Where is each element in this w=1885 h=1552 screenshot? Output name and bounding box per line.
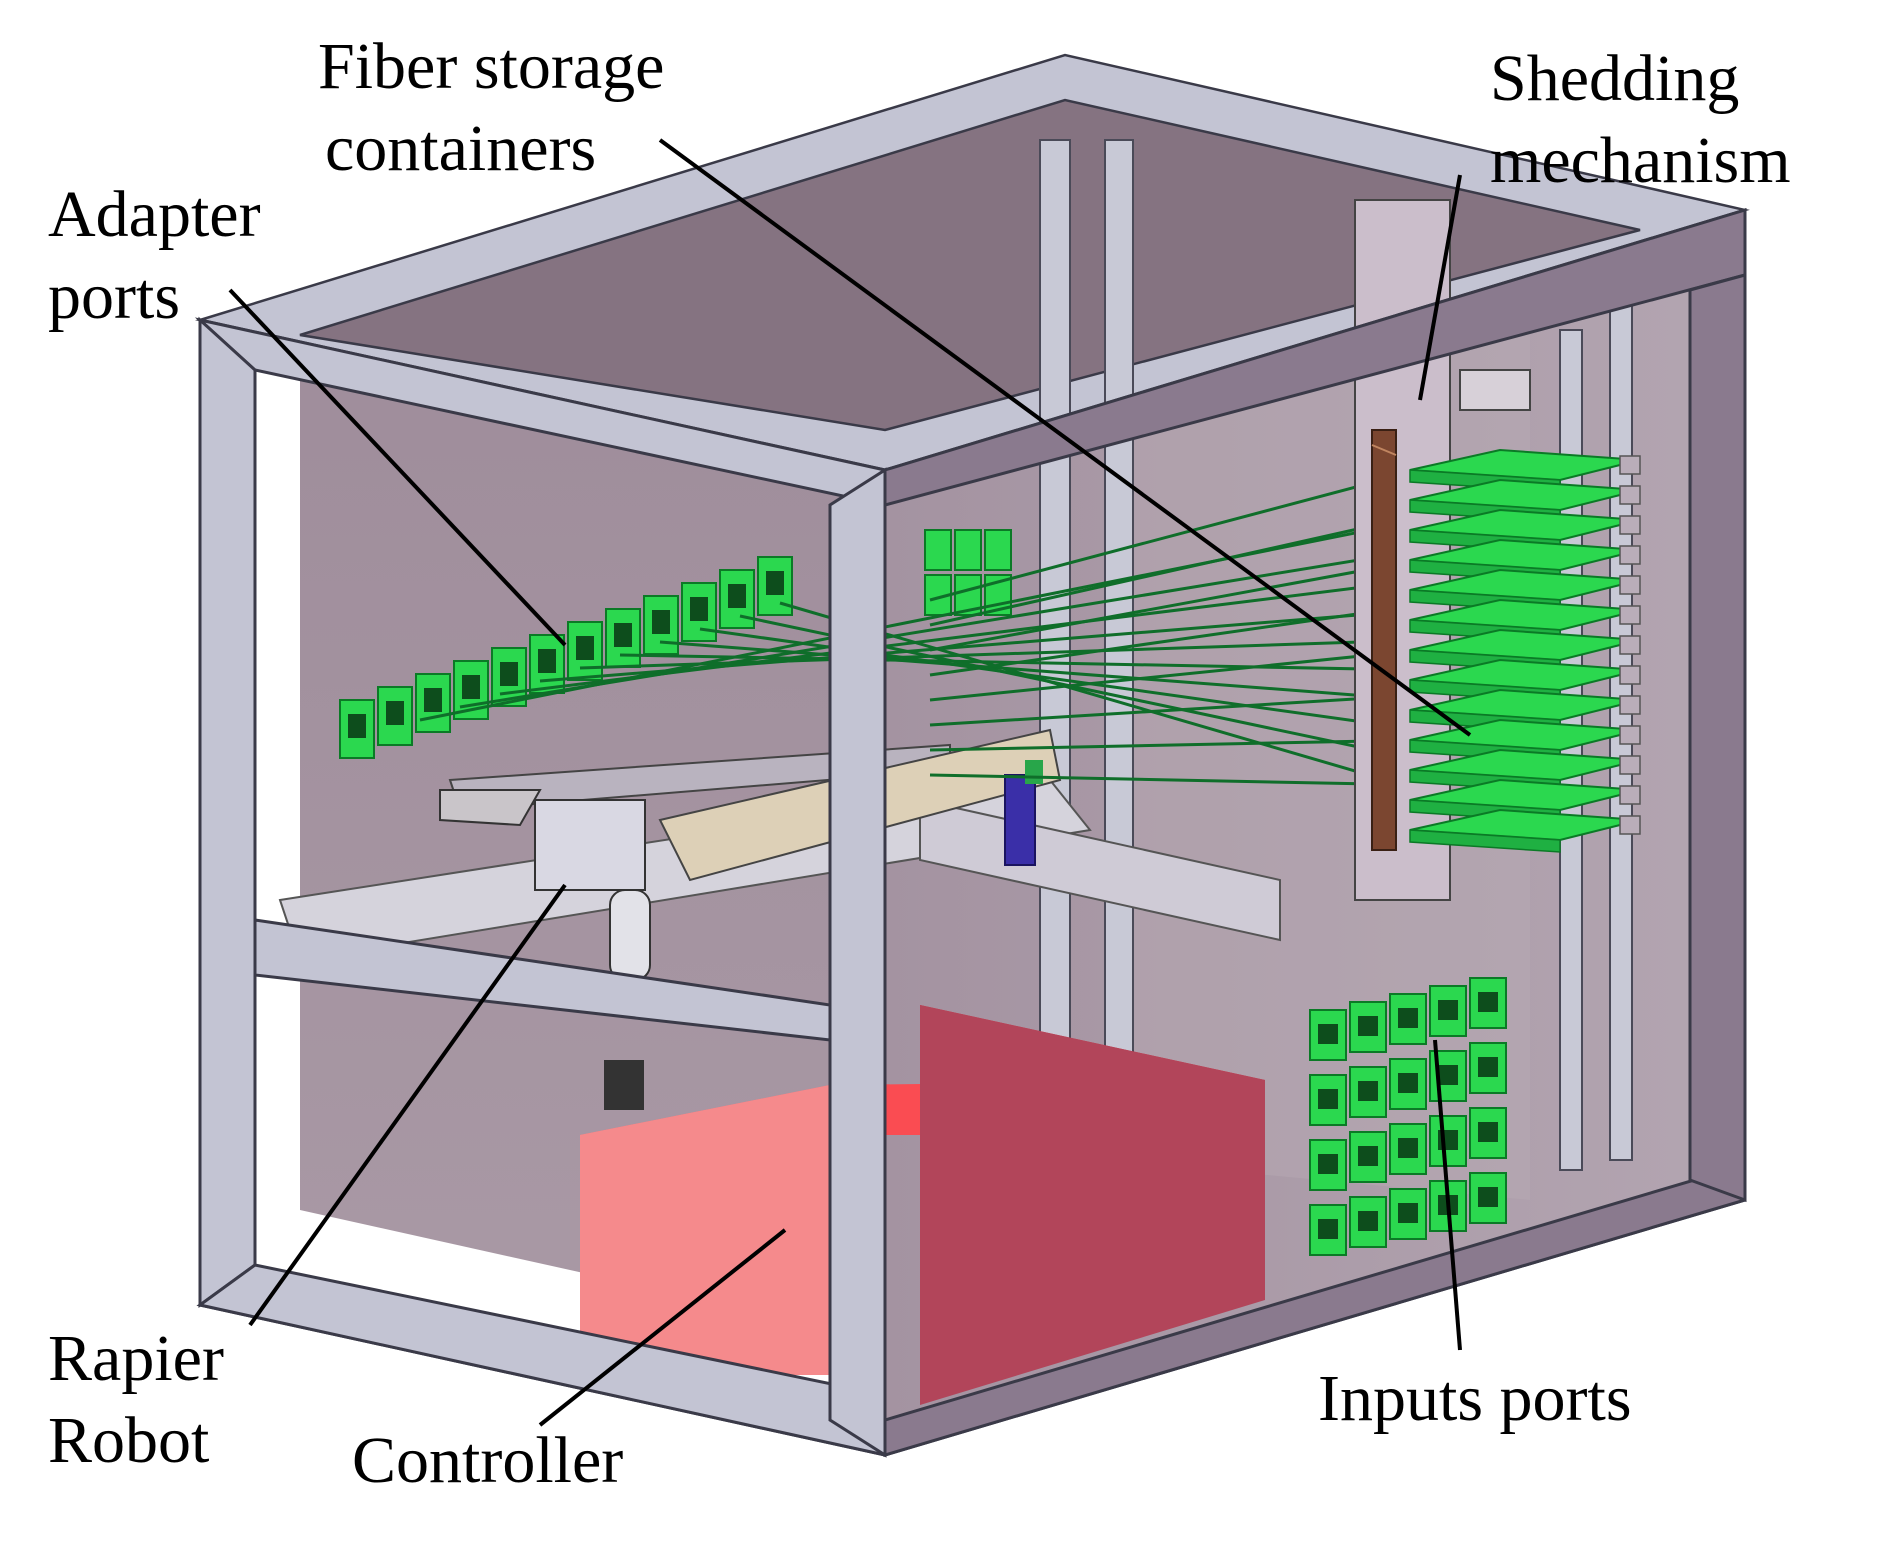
shedding-plates <box>1409 448 1641 853</box>
adapter-port <box>415 673 451 733</box>
fiber-strand <box>539 608 1421 683</box>
fiber-strand <box>579 638 1421 670</box>
leader-adapter-ports <box>228 288 567 647</box>
input-port <box>1349 1131 1387 1183</box>
fiber-storage-plate <box>1409 508 1641 553</box>
fiber-strand <box>459 548 1421 709</box>
input-port <box>1469 1107 1507 1159</box>
fiber-strand <box>699 627 1421 732</box>
back-adapter-port <box>954 529 982 571</box>
input-port <box>1349 1001 1387 1053</box>
input-port <box>1469 1172 1507 1224</box>
input-port <box>1469 977 1507 1029</box>
fiber-storage-plate <box>1409 718 1641 763</box>
leader-rapier-robot <box>248 883 567 1327</box>
controller-box <box>580 1005 1265 1405</box>
front-frame <box>194 207 1747 1458</box>
input-port <box>1349 1196 1387 1248</box>
input-port <box>1389 993 1427 1045</box>
input-port <box>1389 1058 1427 1110</box>
leader-shedding <box>1418 174 1462 401</box>
fiber-strand <box>779 601 1421 792</box>
shedding-mechanism <box>1354 199 1641 901</box>
fiber-storage-plate <box>1409 658 1641 703</box>
fiber-strand <box>659 640 1421 702</box>
fiber-strand <box>929 773 1421 787</box>
adapter-port <box>681 582 717 642</box>
back-adapter-port <box>984 529 1012 571</box>
leader-controller <box>538 1228 787 1427</box>
adapter-port <box>377 686 413 746</box>
adapter-ports-row <box>339 556 793 759</box>
fiber-strand <box>929 558 1421 652</box>
label-fiber-storage-line1: Fiber storage <box>318 30 664 103</box>
rapier-robot-assembly <box>278 728 1281 1110</box>
input-port <box>1389 1123 1427 1175</box>
input-port <box>1389 1188 1427 1240</box>
input-port <box>1309 1204 1347 1256</box>
adapter-port <box>605 608 641 668</box>
label-fiber-storage-line2: containers <box>325 112 596 185</box>
label-shedding-line1: Shedding <box>1490 42 1739 115</box>
label-inputs-ports: Inputs ports <box>1318 1362 1632 1435</box>
fiber-strands <box>419 468 1421 792</box>
adapter-port <box>339 699 375 759</box>
adapter-port <box>757 556 793 616</box>
input-port <box>1309 1139 1347 1191</box>
label-adapter-line1: Adapter <box>48 178 261 251</box>
label-rapier-line2: Robot <box>48 1404 209 1477</box>
adapter-port <box>567 621 603 681</box>
label-adapter-line2: ports <box>48 260 180 333</box>
input-port <box>1429 1115 1467 1167</box>
fiber-strand <box>499 578 1421 696</box>
fiber-strand <box>929 603 1421 677</box>
input-ports-grid <box>1309 977 1507 1256</box>
fiber-storage-plate <box>1409 688 1641 733</box>
fiber-strand <box>929 513 1421 627</box>
input-port <box>1309 1074 1347 1126</box>
fiber-strand <box>929 468 1421 602</box>
leader-lines <box>228 138 1472 1427</box>
input-port <box>1349 1066 1387 1118</box>
leader-fiber-storage <box>658 138 1472 737</box>
adapter-port <box>529 634 565 694</box>
fiber-strand <box>929 738 1421 752</box>
input-port <box>1469 1042 1507 1094</box>
back-adapter-port <box>924 529 952 571</box>
labels: Fiber storage containers Shedding mechan… <box>48 30 1791 1497</box>
label-rapier-line1: Rapier <box>48 1322 224 1395</box>
adapter-port <box>643 595 679 655</box>
label-shedding-line2: mechanism <box>1490 124 1791 197</box>
input-port <box>1429 985 1467 1037</box>
label-controller: Controller <box>352 1424 623 1497</box>
fiber-storage-plate <box>1409 808 1641 853</box>
fiber-storage-plate <box>1409 478 1641 523</box>
fiber-strand <box>929 648 1421 702</box>
input-port <box>1309 1009 1347 1061</box>
leader-inputs-ports <box>1433 1039 1462 1351</box>
fiber-strand <box>929 693 1421 727</box>
